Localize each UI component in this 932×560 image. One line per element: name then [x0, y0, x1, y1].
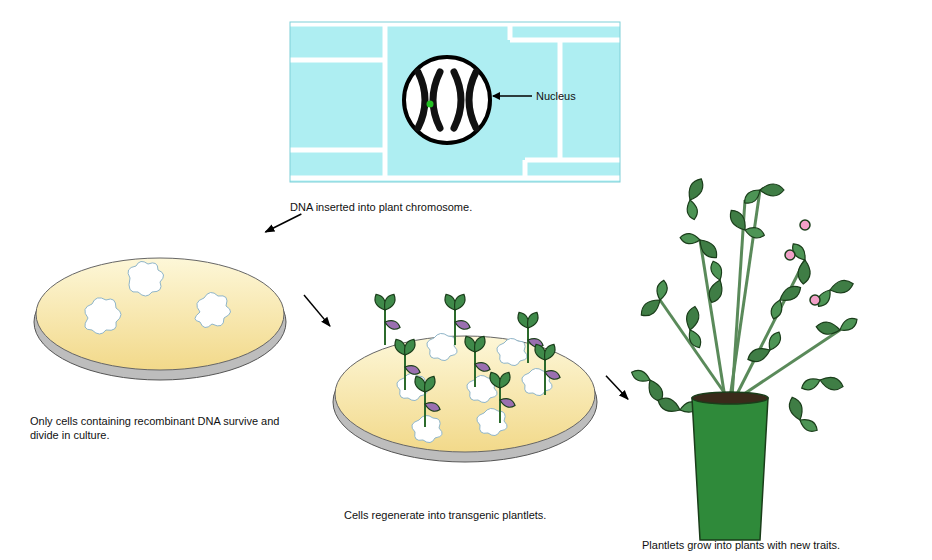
stage-panel: Only cells containing recombinant DNA su…: [28, 232, 304, 442]
petri-dish: [333, 292, 597, 462]
stage-caption: DNA inserted into plant chromosome.: [290, 200, 610, 214]
chromosomes: [418, 72, 476, 128]
plant-cells: [290, 22, 620, 182]
part-label: Nucleus: [536, 89, 576, 103]
stage-caption: Plantlets grow into plants with new trai…: [642, 538, 918, 552]
flow-arrow: [606, 376, 628, 400]
leader-line: [493, 95, 532, 97]
plantlets: [372, 292, 561, 427]
stage-panel: Plantlets grow into plants with new trai…: [628, 170, 922, 552]
stage-panel: DNA inserted into plant chromosome.: [288, 22, 622, 214]
petri-dish: [34, 258, 286, 380]
stage-panel: Cells regenerate into transgenic plantle…: [330, 286, 606, 522]
flow-arrow: [304, 295, 330, 326]
potted-plant: [630, 176, 860, 540]
flow-arrow: [265, 214, 301, 232]
stage-caption: Cells regenerate into transgenic plantle…: [344, 508, 602, 522]
inserted-dna: [427, 101, 434, 108]
stage-caption: Only cells containing recombinant DNA su…: [30, 414, 292, 442]
